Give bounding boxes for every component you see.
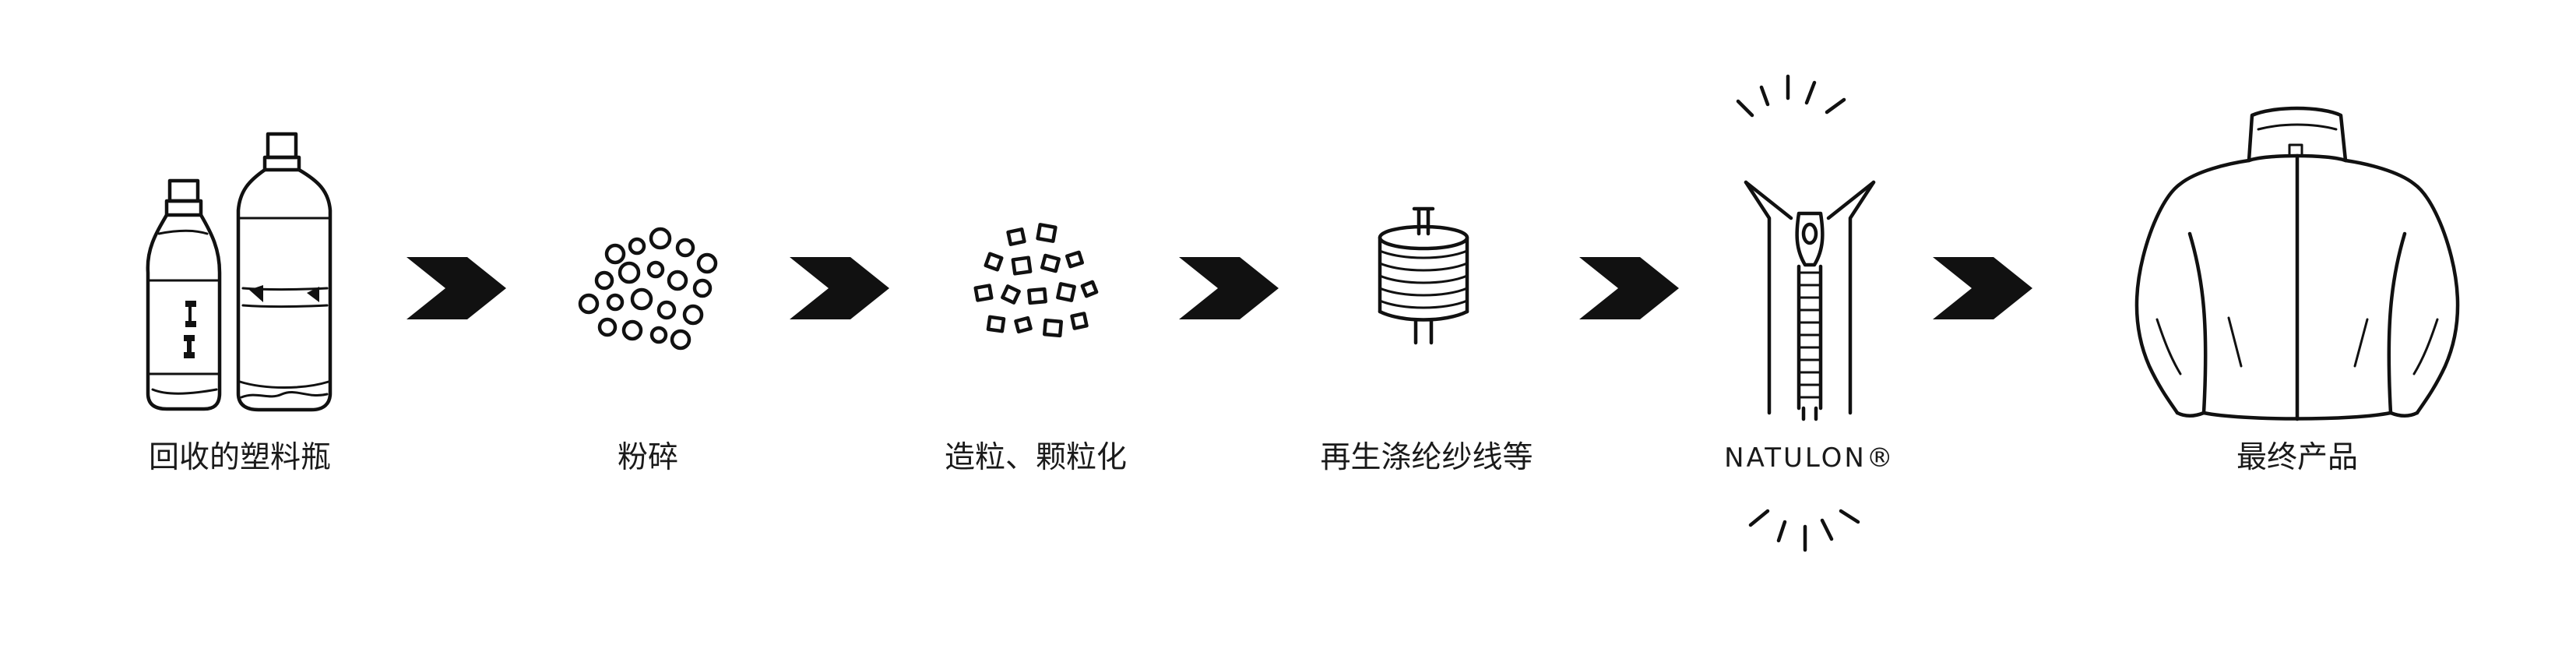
yarn-spool-icon <box>1378 206 1469 345</box>
arrow-2 <box>790 257 889 319</box>
plastic-bottles-icon <box>146 132 333 412</box>
step-label-pellet: 造粒、颗粒化 <box>944 440 1127 475</box>
step-label-product: 最终产品 <box>2236 440 2358 475</box>
step-label-bottles: 回收的塑料瓶 <box>148 440 331 475</box>
zipper-icon <box>1736 74 1876 552</box>
arrow-4 <box>1579 257 1679 319</box>
jacket-icon <box>2134 106 2460 421</box>
arrow-1 <box>406 257 506 319</box>
step-label-yarn: 再生涤纶纱线等 <box>1320 440 1533 475</box>
step-label-crush: 粉碎 <box>617 440 678 475</box>
pellets-icon <box>973 223 1099 338</box>
step-label-natulon: NATULON® <box>1724 442 1895 474</box>
crushed-flakes-icon <box>578 227 718 351</box>
arrow-5 <box>1933 257 2032 319</box>
arrow-3 <box>1179 257 1279 319</box>
